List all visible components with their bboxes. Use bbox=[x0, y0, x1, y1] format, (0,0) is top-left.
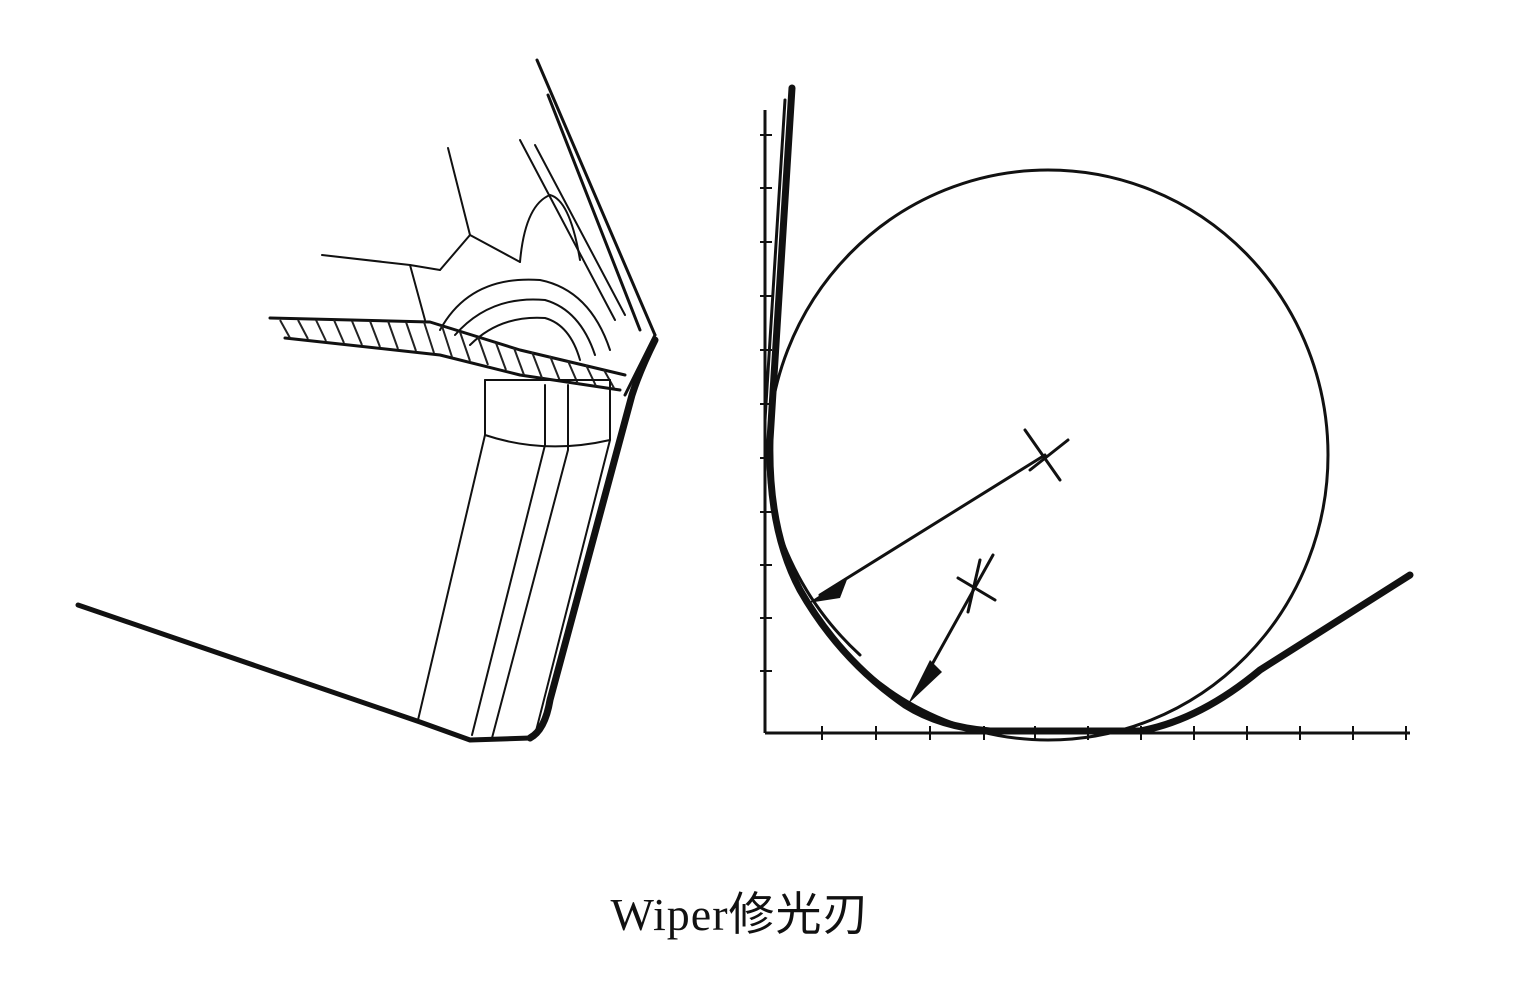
wiper-edge-curve bbox=[766, 84, 1414, 735]
small-radius-arrowhead bbox=[908, 660, 942, 704]
holder-line-1 bbox=[447, 147, 471, 236]
chipbreaker-bottom bbox=[283, 336, 622, 392]
insert-top-edge-1 bbox=[535, 58, 657, 337]
insert-top-edge-4 bbox=[534, 144, 626, 316]
insert-right-edge bbox=[526, 336, 659, 742]
wiper-edge-lower-shadow bbox=[773, 518, 862, 657]
body-cross-1 bbox=[484, 434, 611, 448]
holder-arc-2 bbox=[454, 298, 596, 356]
body-line-4 bbox=[534, 379, 611, 736]
body-line-3 bbox=[491, 384, 569, 739]
holder-arc-top bbox=[519, 194, 581, 263]
holder-arc-3 bbox=[469, 316, 581, 361]
wiper-edge-profile bbox=[760, 84, 1414, 742]
insert-bottom-edge bbox=[75, 602, 533, 743]
body-line-2 bbox=[471, 384, 546, 736]
insert-top-edge-2 bbox=[546, 93, 642, 332]
holder-line-4 bbox=[439, 234, 521, 271]
figure-caption: Wiper修光刃 bbox=[610, 889, 870, 940]
small-center-mark bbox=[956, 558, 997, 614]
body-line-1 bbox=[417, 379, 486, 721]
insert-drawing bbox=[75, 58, 659, 743]
y-axis-ticks bbox=[760, 134, 772, 672]
wiper-edge-inner bbox=[763, 98, 787, 422]
large-radius-arrowhead bbox=[808, 577, 848, 603]
holder-line-2 bbox=[321, 254, 441, 271]
insert-tip-bend bbox=[623, 333, 657, 397]
holder-arc-1 bbox=[439, 278, 611, 351]
insert-top-edge-3 bbox=[519, 139, 616, 321]
holder-line-3 bbox=[409, 264, 426, 321]
chipbreaker-top bbox=[268, 316, 627, 377]
large-radius-line bbox=[818, 453, 1047, 597]
